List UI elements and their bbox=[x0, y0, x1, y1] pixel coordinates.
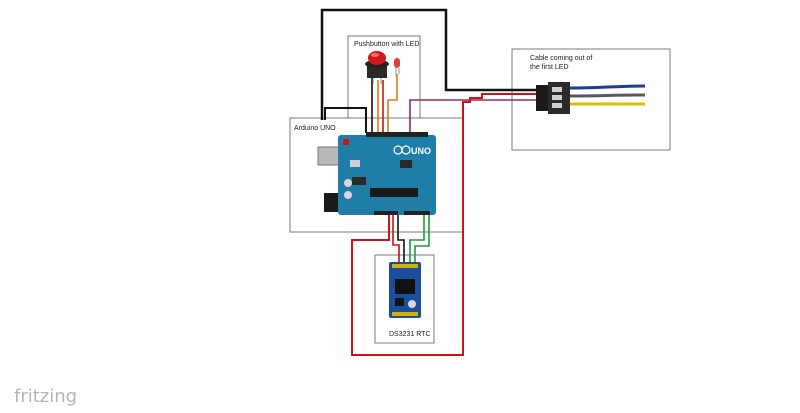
cable-label-line1: Cable coming out of bbox=[530, 55, 592, 62]
capacitor-1 bbox=[344, 179, 352, 187]
cable-label-line2: the first LED bbox=[530, 64, 569, 71]
cable-wire-blue bbox=[569, 84, 646, 90]
wire-purple-data bbox=[409, 99, 536, 133]
arduino-label: Arduino UNO bbox=[294, 125, 336, 132]
wire-black-top-loop bbox=[320, 8, 536, 120]
fritzing-watermark: fritzing bbox=[14, 386, 77, 407]
capacitor-2 bbox=[344, 191, 352, 199]
power-header bbox=[374, 211, 398, 215]
atmega-chip bbox=[370, 188, 418, 197]
usb-chip bbox=[400, 160, 412, 168]
rtc-label: DS3231 RTC bbox=[389, 331, 431, 338]
led-component bbox=[394, 58, 400, 76]
wire-black-gnd bbox=[324, 107, 367, 133]
rtc-battery bbox=[408, 300, 416, 308]
regulator bbox=[352, 177, 366, 185]
button-cap bbox=[368, 51, 386, 65]
pushbutton-component bbox=[365, 51, 389, 84]
rtc-eeprom bbox=[395, 298, 404, 306]
rtc-chip bbox=[395, 279, 415, 294]
crystal bbox=[350, 160, 360, 167]
wire-rtc-black bbox=[397, 214, 405, 262]
reset-button bbox=[343, 139, 349, 145]
wire-led-orange bbox=[387, 74, 398, 133]
board-logo-text: UNO bbox=[411, 146, 431, 156]
wire-rtc-green-1 bbox=[409, 214, 425, 262]
top-header bbox=[366, 132, 428, 137]
wire-rtc-green-2 bbox=[414, 214, 430, 262]
pushbutton-label: Pushbutton with LED bbox=[354, 41, 419, 48]
connector-plug bbox=[536, 85, 548, 111]
cable-connector bbox=[536, 82, 646, 114]
led-body bbox=[394, 58, 400, 68]
power-jack bbox=[324, 193, 342, 212]
rtc-header-bottom bbox=[392, 312, 418, 316]
rtc-header bbox=[392, 264, 418, 268]
button-highlight bbox=[371, 53, 379, 57]
uno-logo: UNO bbox=[393, 145, 431, 156]
cable-wire-gray bbox=[569, 93, 646, 98]
wire-red-power bbox=[351, 93, 536, 356]
wire-rtc-red bbox=[392, 214, 400, 262]
analog-header bbox=[404, 211, 430, 215]
rtc-module bbox=[389, 262, 421, 318]
arduino-board: UNO bbox=[317, 132, 436, 215]
